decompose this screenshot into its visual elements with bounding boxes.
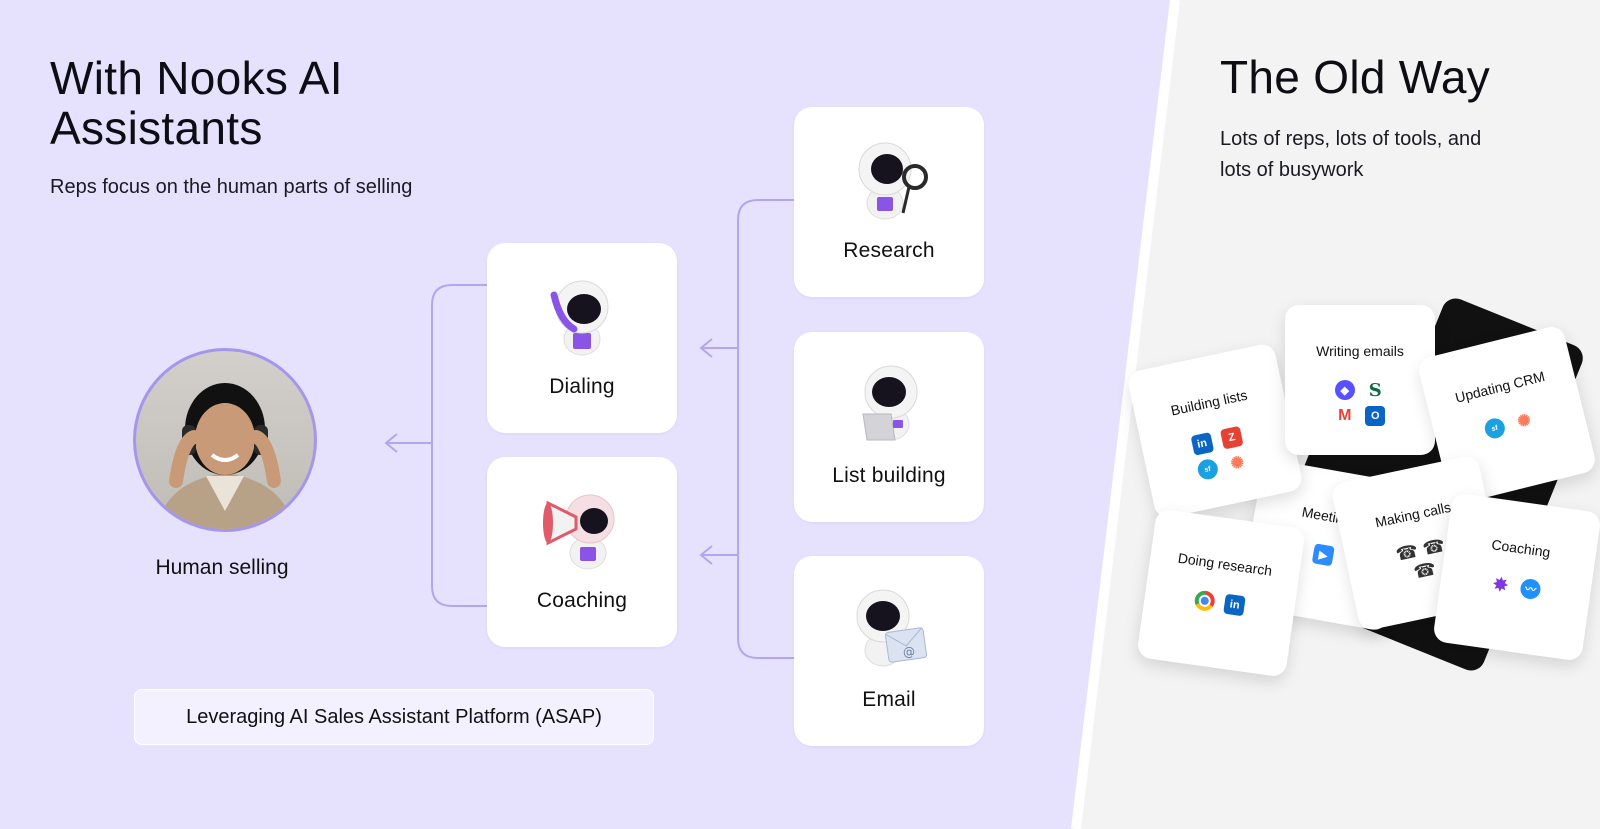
arrow-to-human-head bbox=[384, 433, 398, 453]
card-label-list-building: List building bbox=[832, 464, 946, 487]
arrow-to-coaching-head bbox=[699, 545, 713, 565]
tasks-bracket bbox=[737, 199, 794, 659]
salesforce-icon: sf bbox=[1482, 416, 1507, 441]
card-coaching[interactable]: Coaching bbox=[487, 457, 677, 647]
tile-label-writing-emails: Writing emails bbox=[1316, 343, 1404, 359]
assistants-bracket bbox=[431, 284, 490, 607]
megaphone-mascot-icon bbox=[543, 494, 615, 570]
card-dialing[interactable]: Dialing bbox=[487, 243, 677, 433]
nooks-subtitle: Reps focus on the human parts of selling bbox=[50, 176, 413, 198]
card-email[interactable]: @ Email bbox=[794, 556, 984, 746]
outreach-icon: ◆ bbox=[1334, 380, 1355, 400]
tile-writing-emails[interactable]: Writing emails ◆ S M O bbox=[1285, 305, 1435, 455]
card-label-research: Research bbox=[843, 239, 935, 262]
hubspot-icon: ✺ bbox=[1229, 453, 1246, 474]
card-label-email: Email bbox=[862, 688, 916, 711]
gmail-icon: M bbox=[1338, 407, 1352, 424]
phone-icon: ☎ bbox=[1411, 558, 1438, 583]
phone-icon: ☎ bbox=[1420, 534, 1447, 560]
chorus-icon: 〰 bbox=[1519, 577, 1542, 601]
svg-text:@: @ bbox=[903, 645, 915, 659]
linkedin-icon: in bbox=[1190, 432, 1215, 456]
old-way-subtitle-line1: Lots of reps, lots of tools, and bbox=[1220, 128, 1482, 150]
nooks-title: With Nooks AI Assistants bbox=[50, 52, 343, 154]
zoominfo-icon: Z bbox=[1220, 425, 1244, 450]
woman-with-headset-icon bbox=[156, 383, 294, 529]
tile-building-lists[interactable]: Building lists in Z sf ✺ bbox=[1126, 342, 1304, 520]
chrome-icon bbox=[1193, 589, 1216, 613]
salesloft-icon: S bbox=[1368, 379, 1382, 401]
arrow-to-dialing-head bbox=[699, 338, 713, 358]
tile-label-doing-research: Doing research bbox=[1176, 549, 1274, 579]
panel-divider bbox=[1071, 0, 1180, 829]
human-selling-label: Human selling bbox=[155, 556, 289, 579]
linkedin-icon: in bbox=[1223, 593, 1246, 617]
laptop-mascot-icon bbox=[862, 365, 918, 441]
card-list-building[interactable]: List building bbox=[794, 332, 984, 522]
salesforce-icon: sf bbox=[1195, 457, 1220, 482]
magnifier-mascot-icon bbox=[858, 142, 928, 220]
phone-mascot-icon bbox=[550, 280, 609, 356]
tile-label-coaching: Coaching bbox=[1490, 536, 1552, 561]
envelope-mascot-icon: @ bbox=[856, 589, 928, 667]
card-research[interactable]: Research bbox=[794, 107, 984, 297]
human-avatar bbox=[133, 348, 317, 532]
old-way-title: The Old Way bbox=[1220, 51, 1491, 103]
tile-coaching[interactable]: Coaching ✸ 〰 bbox=[1432, 492, 1600, 662]
card-label-coaching: Coaching bbox=[536, 589, 628, 612]
old-way-subtitle: Lots of reps, lots of tools, and lots of… bbox=[1220, 124, 1481, 186]
outlook-icon: O bbox=[1365, 406, 1386, 426]
platform-badge: Leveraging AI Sales Assistant Platform (… bbox=[134, 689, 654, 745]
tile-doing-research[interactable]: Doing research in bbox=[1136, 508, 1306, 678]
gong-icon: ✸ bbox=[1491, 573, 1510, 596]
old-way-subtitle-line2: lots of busywork bbox=[1220, 159, 1364, 181]
card-label-dialing: Dialing bbox=[549, 375, 615, 398]
zoom-icon: ▶ bbox=[1311, 543, 1335, 567]
hubspot-icon: ✺ bbox=[1515, 411, 1533, 432]
